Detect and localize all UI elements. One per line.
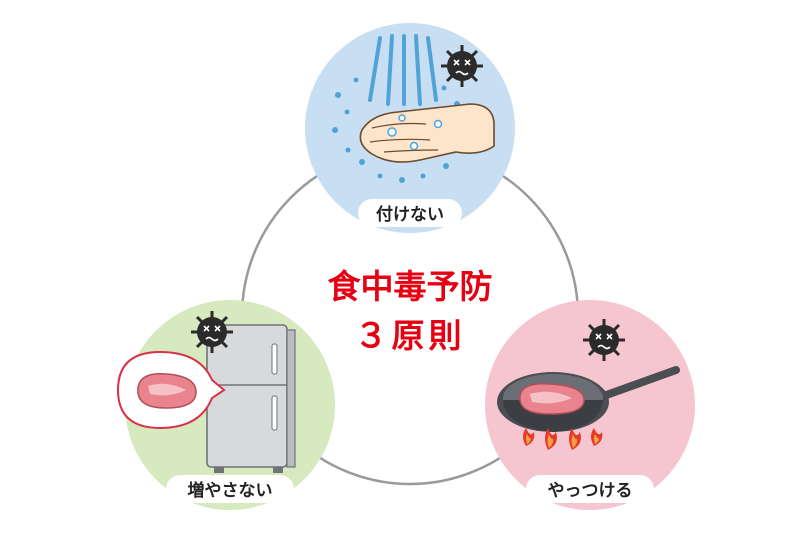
meat-icon [519,383,585,415]
principle-dont-attach: 付けない [305,23,515,233]
label-pill-right [526,475,654,503]
refrigerator-icon [206,324,296,473]
germ-icon [583,319,625,361]
title-line-2: ３原則 [355,316,466,355]
label-kill: やっつける [548,481,633,501]
label-dont-attach: 付けない [376,204,444,225]
hands-washing-icon [359,103,495,163]
label-pill-top [358,199,462,227]
speech-bubble [116,350,226,430]
principle-kill: やっつける [485,300,695,510]
title-line-1: 食中毒予防 [328,267,493,306]
germ-icon [441,45,483,87]
label-pill-left [166,475,294,503]
germ-icon [191,311,233,353]
label-dont-multiply: 増やさない [188,480,273,501]
water-stream-icon [368,34,438,106]
frying-pan-icon [497,366,680,432]
principle-dont-multiply: 増やさない [116,300,335,510]
meat-icon [137,373,197,409]
